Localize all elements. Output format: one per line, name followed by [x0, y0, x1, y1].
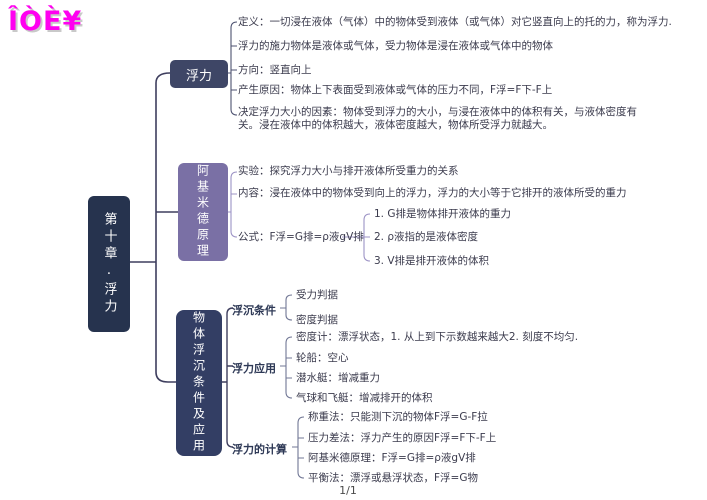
- topic-calc-archimedes[interactable]: 阿基米德原理：F浮=G排=ρ液gV排: [308, 452, 476, 464]
- subtopic-label-fuli-jisuan[interactable]: 浮力的计算: [232, 443, 287, 456]
- topic-calc-pressure[interactable]: 压力差法：浮力产生的原因F浮=F下-F上: [308, 432, 497, 444]
- topic-calc-weighing[interactable]: 称重法：只能测下沉的物体F浮=G-F拉: [308, 411, 488, 423]
- subtopic-label-fuli-yingyong[interactable]: 浮力应用: [232, 362, 276, 375]
- branch-node-fuli[interactable]: 浮力: [170, 60, 228, 88]
- topic-arch-note-rho[interactable]: 2. ρ液指的是液体密度: [374, 231, 479, 243]
- topic-app-hydrometer[interactable]: 密度计：漂浮状态，1. 从上到下示数越来越大2. 刻度不均匀.: [296, 331, 579, 343]
- branch-node-fuchen[interactable]: 物体浮沉条件及应用: [176, 310, 222, 456]
- topic-arch-experiment[interactable]: 实验：探究浮力大小与排开液体所受重力的关系: [238, 165, 459, 177]
- root-node-chapter[interactable]: 第十章.浮力: [88, 196, 130, 332]
- branch-node-archimedes[interactable]: 阿基米德原理: [178, 163, 228, 261]
- topic-arch-content[interactable]: 内容：浸在液体中的物体受到向上的浮力，浮力的大小等于它排开的液体所受的重力: [238, 187, 627, 199]
- topic-fuli-factors[interactable]: 决定浮力大小的因素：物体受到浮力的大小，与浸在液体中的体积有关，与液体密度有关。…: [238, 106, 637, 131]
- topic-arch-note-g[interactable]: 1. G排是物体排开液体的重力: [374, 208, 511, 220]
- subtopic-label-fuchen-tiaojian[interactable]: 浮沉条件: [232, 304, 276, 317]
- topic-fuli-direction[interactable]: 方向：竖直向上: [238, 64, 312, 76]
- topic-app-submarine[interactable]: 潜水艇：增减重力: [296, 372, 380, 384]
- topic-app-balloon[interactable]: 气球和飞艇：增减排开的体积: [296, 392, 433, 404]
- topic-arch-note-v[interactable]: 3. V排是排开液体的体积: [374, 255, 490, 267]
- topic-calc-balance[interactable]: 平衡法：漂浮或悬浮状态，F浮=G物: [308, 472, 478, 484]
- topic-fuli-definition[interactable]: 定义：一切浸在液体（气体）中的物体受到液体（或气体）对它竖直向上的托的力，称为浮…: [238, 16, 672, 28]
- page-indicator: 1/1: [339, 484, 357, 497]
- topic-judge-force[interactable]: 受力判据: [296, 289, 338, 301]
- topic-app-ship[interactable]: 轮船：空心: [296, 352, 349, 364]
- topic-judge-density[interactable]: 密度判据: [296, 314, 338, 326]
- topic-arch-formula[interactable]: 公式：F浮=G排=ρ液gV排: [238, 231, 364, 243]
- topic-fuli-shili[interactable]: 浮力的施力物体是液体或气体，受力物体是浸在液体或气体中的物体: [238, 40, 553, 52]
- app-logo: ÎÒÈ¥: [8, 6, 83, 37]
- topic-fuli-cause[interactable]: 产生原因：物体上下表面受到液体或气体的压力不同，F浮=F下-F上: [238, 84, 553, 96]
